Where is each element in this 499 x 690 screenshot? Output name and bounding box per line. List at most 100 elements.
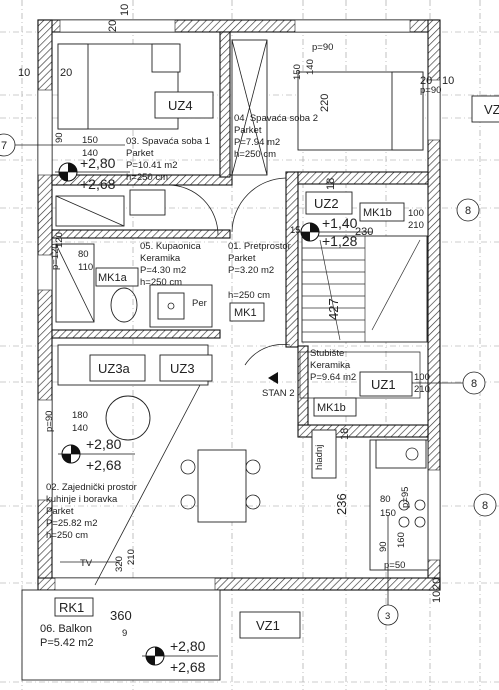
zone-rk1: RK1: [59, 600, 84, 615]
axis-3: 3: [385, 611, 390, 622]
dim-top-10: 10: [119, 4, 131, 16]
axis-8-bot: 8: [482, 500, 488, 512]
dim-br-10: 10: [431, 591, 443, 603]
dim-br-20: 20: [431, 578, 443, 590]
sill-p120: p=120: [50, 243, 61, 270]
dim-360: 360: [110, 608, 132, 623]
stairs-area: P=9.64 m2: [310, 372, 356, 383]
apartment-label: STAN 2: [262, 388, 295, 399]
bed1-height: h=250 cm: [126, 172, 168, 183]
hall-name: 01. Pretprostor: [228, 241, 291, 252]
sill-p90-left: p=90: [44, 411, 55, 432]
bath-name: 05. Kupaonica: [140, 241, 201, 252]
stairs-name: Stubište: [310, 348, 344, 359]
dim-right-20: 20: [420, 75, 432, 87]
zone-vz1: VZ1: [256, 618, 280, 633]
fridge-label: hladnj: [314, 445, 325, 470]
dim-80b: 80: [380, 494, 391, 505]
dim-140b: 140: [72, 423, 88, 434]
dim-210: 210: [126, 549, 137, 565]
level-stairs-bot: +1,28: [322, 233, 358, 249]
misc-dimensions: 18 18 427 236 160 90 320 210 360 9 15: [110, 178, 407, 639]
outer-walls: [37, 19, 441, 591]
dim-320: 320: [114, 556, 125, 572]
axis-8-mid: 8: [471, 378, 477, 390]
living-floor: Parket: [46, 506, 74, 517]
bath-floor: Keramika: [140, 253, 181, 264]
level-living-bot: +2,68: [86, 457, 122, 473]
level-balcony-top: +2,80: [170, 638, 206, 654]
sill-p50: p=50: [384, 560, 405, 571]
dim-left-20: 20: [60, 67, 72, 79]
sill-p95: p=95: [400, 487, 411, 508]
dim-110: 110: [78, 262, 93, 273]
wall-dimensions: 20 10 10 20 20 10 20 10: [18, 4, 454, 603]
opening-dimensions: 150 140 80 110 180 140 220 150 140 100 2…: [54, 59, 430, 519]
hall-height: h=250 cm: [228, 290, 270, 301]
dim-120: 120: [54, 232, 65, 248]
dim-top-20: 20: [107, 20, 119, 32]
living-name-1: 02. Zajednički prostor: [46, 482, 137, 493]
level-marker-stairs: +1,40 +1,28: [298, 215, 372, 249]
dim-100a: 100: [408, 208, 424, 219]
zone-mk1b-lower: MK1b: [317, 402, 346, 414]
hall-floor: Parket: [228, 253, 256, 264]
dim-100b: 100: [414, 372, 430, 383]
zone-uz3a: UZ3a: [98, 361, 131, 376]
balcony-area: P=5.42 m2: [40, 637, 94, 649]
sill-p90-right: p=90: [420, 85, 441, 96]
dim-160: 160: [396, 532, 407, 548]
bath-height: h=250 cm: [140, 277, 182, 288]
dim-140c: 140: [305, 59, 316, 75]
dim-180: 180: [72, 410, 88, 421]
dim-210b: 210: [414, 384, 430, 395]
zone-mk1a: MK1a: [98, 272, 128, 284]
dim-236: 236: [334, 493, 349, 515]
bed2-height: h=250 cm: [234, 149, 276, 160]
bed2-area: P=7.94 m2: [234, 137, 280, 148]
level-balcony-bot: +2,68: [170, 659, 206, 675]
dim-140: 140: [82, 148, 98, 159]
living-name-2: kuhinje i boravka: [46, 494, 118, 505]
dim-150: 150: [82, 135, 98, 146]
dim-90: 90: [54, 132, 65, 143]
level-stairs-top: +1,40: [322, 215, 358, 231]
dim-18-upper: 18: [325, 178, 337, 190]
zone-uz1: UZ1: [371, 377, 396, 392]
misc-labels: STAN 2 Per hladnj TV: [80, 298, 325, 569]
level-bed1-top: +2,80: [80, 155, 116, 171]
balcony-name: 06. Balkon: [40, 623, 92, 635]
bed1-area: P=10.41 m2: [126, 160, 178, 171]
sill-p90-top: p=90: [312, 42, 333, 53]
dim-210a: 210: [408, 220, 424, 231]
zone-mk1: MK1: [234, 307, 257, 319]
sill-heights: p=90 p=90 p=120 p=90 p=95 p=50: [44, 42, 441, 571]
washing-machine-label: Per: [192, 298, 207, 309]
living-height: h=250 cm: [46, 530, 88, 541]
dim-150b: 150: [292, 64, 303, 80]
dim-left-10: 10: [18, 67, 30, 79]
bath-area: P=4.30 m2: [140, 265, 186, 276]
dim-80: 80: [78, 249, 89, 260]
zone-uz4: UZ4: [168, 98, 193, 113]
stairs-floor: Keramika: [310, 360, 351, 371]
bed2-name: 04. Spavaća soba 2: [234, 113, 318, 124]
axis-8-top: 8: [465, 205, 471, 217]
dim-230: 230: [355, 226, 373, 238]
living-area: P=25.82 m2: [46, 518, 98, 529]
dim-90-kitchen: 90: [378, 541, 389, 552]
level-marker-living: +2,80 +2,68: [58, 436, 135, 473]
bed1-floor: Parket: [126, 148, 154, 159]
zone-uz2: UZ2: [314, 196, 339, 211]
tv-label: TV: [80, 558, 93, 569]
hall-area: P=3.20 m2: [228, 265, 274, 276]
zone-labels: UZ4 UZ2 UZ3a UZ3 UZ1 RK1 VZ1 VZ MK1b MK1…: [54, 91, 499, 639]
dim-18-lower: 18: [339, 428, 351, 440]
zone-uz3: UZ3: [170, 361, 195, 376]
level-marker-bed1: +2,80 +2,68: [55, 155, 130, 192]
level-marker-balcony: +2,80 +2,68: [142, 638, 218, 675]
level-living-top: +2,80: [86, 436, 122, 452]
dim-9: 9: [122, 628, 127, 639]
axis-markers: 7 8 8 8 3: [0, 133, 497, 626]
